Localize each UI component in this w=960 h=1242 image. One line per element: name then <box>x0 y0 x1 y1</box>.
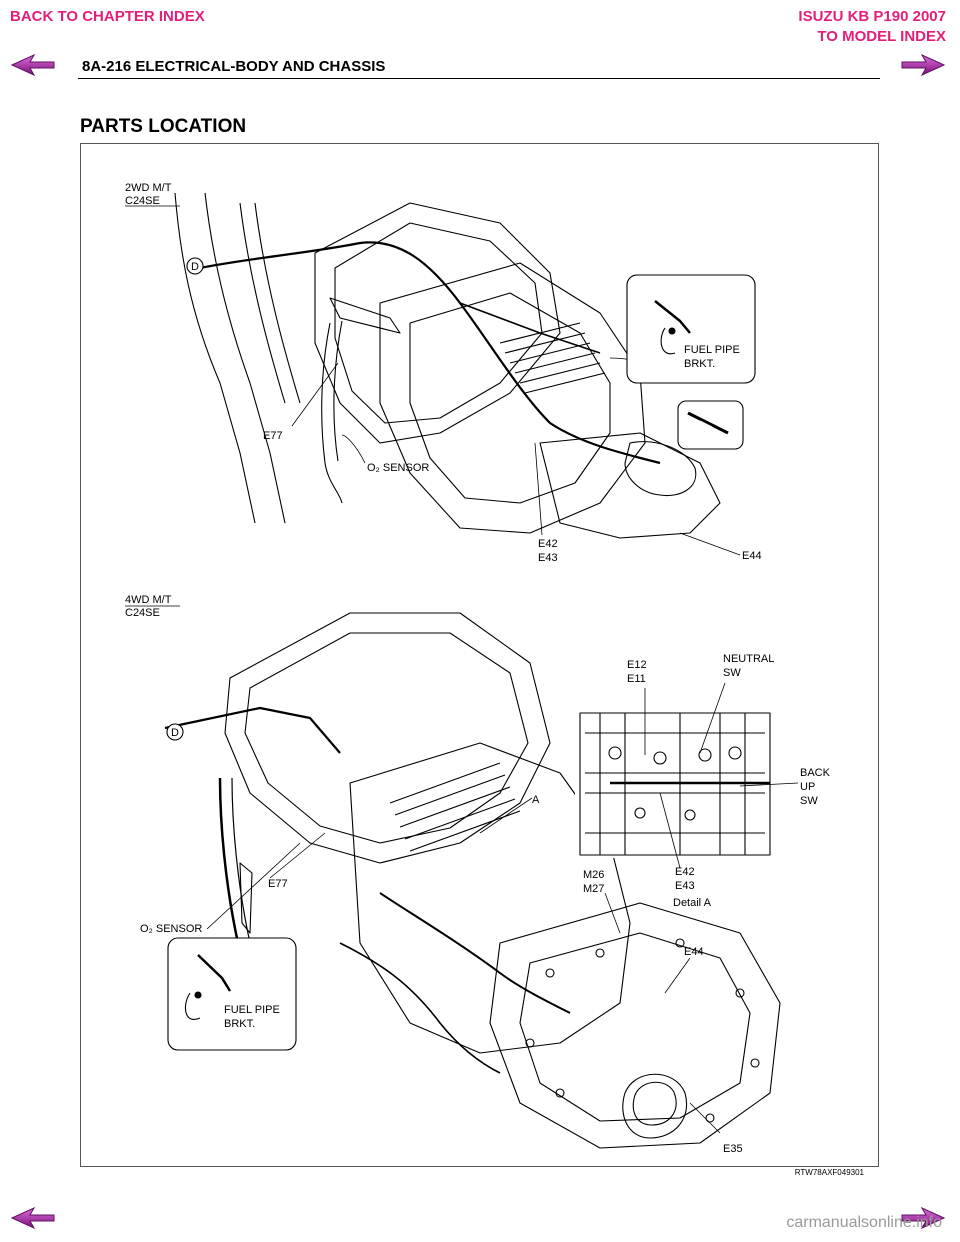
back-up-sw-label-3: SW <box>800 795 818 807</box>
top-e77-label: E77 <box>263 430 283 442</box>
m26-label: M26 <box>583 869 604 881</box>
header-divider <box>78 78 880 79</box>
section-title: PARTS LOCATION <box>80 116 247 137</box>
previous-page-left-arrow-icon[interactable] <box>10 1207 56 1229</box>
top-e43-label: E43 <box>538 552 558 564</box>
model-title-link[interactable]: ISUZU KB P190 2007 <box>798 8 946 25</box>
detail-e42-label: E42 <box>675 866 695 878</box>
watermark[interactable]: carmanualsonline.info <box>786 1214 942 1231</box>
next-page-right-arrow-icon[interactable] <box>900 54 946 76</box>
top-transmission-drawing <box>174 192 741 556</box>
bottom-fuel-pipe-inset <box>167 937 297 1051</box>
top-d-label: D <box>191 261 199 273</box>
top-brkt-label: BRKT. <box>684 358 715 370</box>
bottom-e77-label: E77 <box>268 878 288 890</box>
next-page-right-arrow-icon[interactable] <box>900 1207 946 1229</box>
top-labels: 2WD M/T C24SE D E77 O₂ SENSOR FUEL PIPE … <box>125 182 762 564</box>
parts-location-figure: 2WD M/T C24SE D E77 O₂ SENSOR FUEL PIPE … <box>125 182 831 1155</box>
e12-label: E12 <box>627 659 647 671</box>
page-heading: 8A-216 ELECTRICAL-BODY AND CHASSIS <box>82 58 386 75</box>
bottom-engine-label: C24SE <box>125 607 160 619</box>
top-connector-inset <box>677 400 744 450</box>
bottom-labels: 4WD M/T C24SE D A E77 O₂ SENSOR FUEL PIP… <box>125 594 831 1155</box>
neutral-sw-label-2: SW <box>723 667 741 679</box>
figure-code: RTW78AXF049301 <box>794 1168 864 1177</box>
back-up-sw-label-2: UP <box>800 781 815 793</box>
bottom-d-label: D <box>171 727 179 739</box>
e35-label: E35 <box>723 1143 743 1155</box>
bottom-fuel-pipe-label: FUEL PIPE <box>224 1004 280 1016</box>
detail-a-caption: Detail A <box>673 897 712 909</box>
figure-frame <box>80 143 879 1167</box>
back-to-chapter-index-link[interactable]: BACK TO CHAPTER INDEX <box>10 8 205 25</box>
m27-label: M27 <box>583 883 604 895</box>
top-engine-label: C24SE <box>125 195 160 207</box>
to-model-index-link[interactable]: TO MODEL INDEX <box>817 28 946 45</box>
back-up-sw-label: BACK <box>800 767 831 779</box>
top-o2-sensor-label: O₂ SENSOR <box>367 462 429 474</box>
top-fuel-pipe-label: FUEL PIPE <box>684 344 740 356</box>
detail-a-inset <box>575 682 799 869</box>
bottom-brkt-label: BRKT. <box>224 1018 255 1030</box>
detail-e43-label: E43 <box>675 880 695 892</box>
neutral-sw-label: NEUTRAL <box>723 653 774 665</box>
bottom-transmission-drawing <box>164 612 781 1149</box>
bottom-a-label: A <box>532 794 540 806</box>
top-variant-label: 2WD M/T <box>125 182 172 194</box>
bottom-variant-label: 4WD M/T <box>125 594 172 606</box>
previous-page-left-arrow-icon[interactable] <box>10 54 56 76</box>
bottom-o2-sensor-label: O₂ SENSOR <box>140 923 202 935</box>
bottom-e44-label: E44 <box>684 946 704 958</box>
top-e44-label: E44 <box>742 550 762 562</box>
e11-label: E11 <box>627 673 646 685</box>
top-e42-label: E42 <box>538 538 558 550</box>
top-fuel-pipe-inset <box>626 274 756 384</box>
